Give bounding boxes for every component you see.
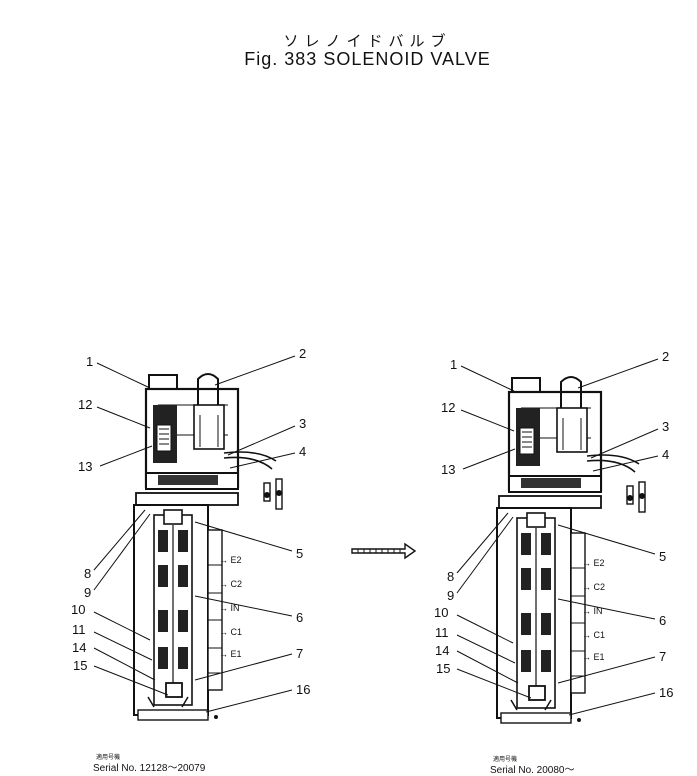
callout-2-right: 2 xyxy=(662,349,670,364)
callout-6-left: 6 xyxy=(296,610,304,625)
callout-14-left: 14 xyxy=(72,640,87,655)
callout-5-left: 5 xyxy=(296,546,304,561)
port-label-e1-left: → E1 xyxy=(219,649,242,659)
port-label-e1-right: → E1 xyxy=(582,652,605,662)
port-label-in-left: → IN xyxy=(219,603,240,613)
title-japanese: ソレノイドバルブ xyxy=(283,32,452,50)
serial-number-right: Serial No. 20080～ xyxy=(490,765,575,776)
port-label-e2-right: → E2 xyxy=(582,558,605,568)
callout-10-right: 10 xyxy=(434,605,449,620)
hollow-right-arrow-icon xyxy=(351,542,417,560)
leader-lines-left xyxy=(93,355,296,713)
callout-4-right: 4 xyxy=(662,447,670,462)
callout-10-left: 10 xyxy=(71,602,86,617)
callout-2-left: 2 xyxy=(299,346,307,361)
callout-9-right: 9 xyxy=(447,588,455,603)
callout-12-left: 12 xyxy=(78,397,93,412)
figure-title: Fig. 383 SOLENOID VALVE xyxy=(244,49,491,69)
serial-number-left: Serial No. 12128～20079 xyxy=(93,763,206,774)
callout-5-right: 5 xyxy=(659,549,667,564)
port-label-e2-left: → E2 xyxy=(219,555,242,565)
leader-lines-right xyxy=(456,358,659,716)
callout-7-left: 7 xyxy=(296,646,304,661)
port-label-c1-left: → C1 xyxy=(219,627,243,637)
callout-16-right: 16 xyxy=(659,685,674,700)
callout-12-right: 12 xyxy=(441,400,456,415)
solenoid-valve-drawing-right xyxy=(495,375,647,725)
callout-15-left: 15 xyxy=(73,658,88,673)
callout-3-left: 3 xyxy=(299,416,307,431)
callout-13-left: 13 xyxy=(78,459,93,474)
callout-15-right: 15 xyxy=(436,661,451,676)
port-label-c2-right: → C2 xyxy=(582,582,606,592)
callout-1-left: 1 xyxy=(86,354,94,369)
callout-14-right: 14 xyxy=(435,643,450,658)
callout-6-right: 6 xyxy=(659,613,667,628)
callout-9-left: 9 xyxy=(84,585,92,600)
port-label-in-right: → IN xyxy=(582,606,603,616)
serial-label-jp-right: 適用号機 xyxy=(493,756,518,763)
callout-4-left: 4 xyxy=(299,444,307,459)
callout-1-right: 1 xyxy=(450,357,458,372)
callout-3-right: 3 xyxy=(662,419,670,434)
callout-11-left: 11 xyxy=(72,622,86,637)
port-label-c2-left: → C2 xyxy=(219,579,243,589)
solenoid-valve-drawing-left xyxy=(132,372,284,722)
callout-13-right: 13 xyxy=(441,462,456,477)
serial-label-jp-left: 適用号機 xyxy=(96,754,121,761)
callout-8-left: 8 xyxy=(84,566,92,581)
callout-7-right: 7 xyxy=(659,649,667,664)
callout-11-right: 11 xyxy=(435,625,449,640)
port-label-c1-right: → C1 xyxy=(582,630,606,640)
callout-16-left: 16 xyxy=(296,682,311,697)
callout-8-right: 8 xyxy=(447,569,455,584)
